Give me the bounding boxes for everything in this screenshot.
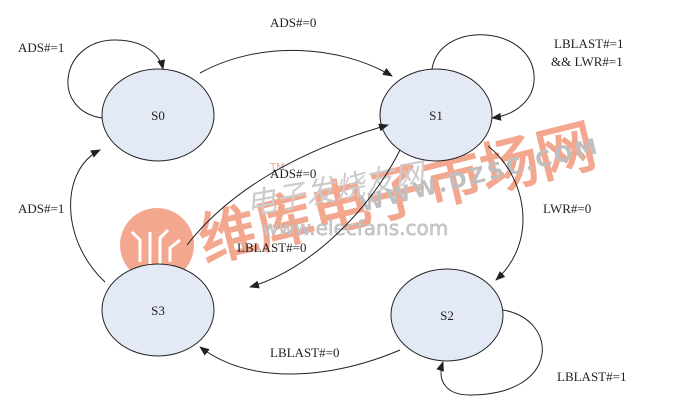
state-s1-label: S1 bbox=[429, 108, 443, 123]
transition-s2-s2 bbox=[436, 309, 543, 396]
transition-s1-s3 bbox=[249, 149, 401, 289]
state-s0-label: S0 bbox=[151, 108, 165, 123]
transition-s1-s2 bbox=[487, 145, 524, 281]
transition-s0-s1 bbox=[199, 49, 393, 77]
transition-s2-s3 bbox=[199, 346, 401, 375]
transition-s3-s1 bbox=[186, 123, 389, 246]
watermark-tm: TM bbox=[269, 162, 285, 173]
transition-s0-s0 bbox=[67, 39, 166, 119]
label-s2-s3: LBLAST#=0 bbox=[270, 345, 339, 360]
label-s1-s2: LWR#=0 bbox=[543, 201, 591, 216]
label-s3-s1: ADS#=0 bbox=[270, 166, 316, 181]
label-s0-s1: ADS#=0 bbox=[270, 15, 316, 30]
label-s2-s2: LBLAST#=1 bbox=[557, 369, 626, 384]
label-s1-s1-line2: && LWR#=1 bbox=[551, 54, 623, 69]
label-s1-s3: LBLAST#=0 bbox=[237, 240, 306, 255]
state-s0: S0 bbox=[101, 68, 215, 162]
state-s3: S3 bbox=[101, 263, 215, 357]
state-s3-label: S3 bbox=[151, 303, 165, 318]
state-s2: S2 bbox=[390, 268, 504, 362]
transition-s3-s0 bbox=[70, 149, 106, 283]
watermark-url-elecfans: www.elecfans.com bbox=[262, 216, 448, 240]
label-s1-s1-line1: LBLAST#=1 bbox=[554, 36, 623, 51]
state-s2-label: S2 bbox=[440, 308, 454, 323]
label-s3-s0: ADS#=1 bbox=[18, 201, 64, 216]
label-s0-s0: ADS#=1 bbox=[18, 40, 64, 55]
state-s1: S1 bbox=[379, 68, 493, 162]
transition-s1-s1 bbox=[431, 34, 535, 121]
watermark-logo-icon bbox=[120, 208, 194, 282]
